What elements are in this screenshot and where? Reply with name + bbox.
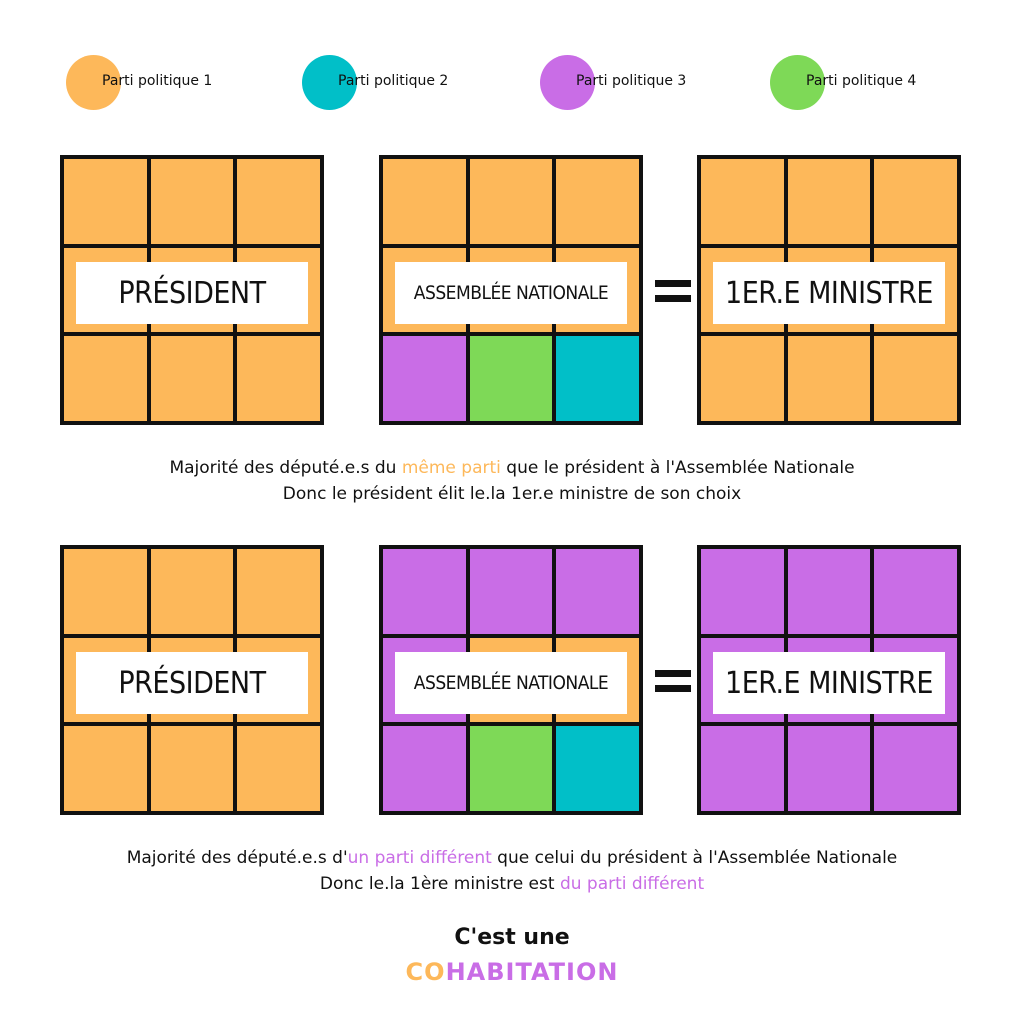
caption-line: Donc le.la 1ère ministre est du parti di… <box>319 874 705 894</box>
seat-cell <box>64 726 147 811</box>
seat-cell <box>237 336 320 421</box>
legend: Parti politique 1 Parti politique 2 Part… <box>0 55 1024 110</box>
seat-cell <box>556 159 639 244</box>
seat-cell <box>469 336 553 421</box>
legend-dot-party-2 <box>302 55 357 110</box>
assembly-label: ASSEMBLÉE NATIONALE <box>395 262 627 324</box>
legend-label-party-4: Parti politique 4 <box>806 73 917 89</box>
seat-cell <box>874 726 957 811</box>
equals-sign <box>655 280 691 304</box>
seat-cell <box>237 159 320 244</box>
seat-cell <box>383 726 466 811</box>
caption-line: Majorité des député.e.s d'un parti diffé… <box>126 848 898 868</box>
president-label: PRÉSIDENT <box>76 262 308 324</box>
cohabitation-rest: HABITATION <box>445 958 619 986</box>
seat-cell <box>150 336 234 421</box>
seat-cell <box>469 726 553 811</box>
seat-cell <box>237 726 320 811</box>
seat-cell <box>556 336 639 421</box>
seat-cell <box>469 159 553 244</box>
seat-cell <box>874 336 957 421</box>
seat-cell <box>383 549 466 634</box>
seat-cell <box>64 159 147 244</box>
legend-dot-party-1 <box>66 55 121 110</box>
minister-grid-scenario-2: 1ER.E MINISTRE <box>697 545 961 815</box>
president-grid-scenario-1: PRÉSIDENT <box>60 155 324 425</box>
seat-cell <box>556 549 639 634</box>
seat-cell <box>556 726 639 811</box>
legend-label-party-1: Parti politique 1 <box>102 73 213 89</box>
assembly-grid-scenario-1: ASSEMBLÉE NATIONALE <box>379 155 643 425</box>
seat-cell <box>64 336 147 421</box>
legend-dot-party-4 <box>770 55 825 110</box>
seat-cell <box>383 336 466 421</box>
assembly-grid-scenario-2: ASSEMBLÉE NATIONALE <box>379 545 643 815</box>
caption-scenario-2: Majorité des député.e.s d'un parti diffé… <box>0 845 1024 897</box>
seat-cell <box>874 549 957 634</box>
seat-cell <box>787 726 871 811</box>
conclusion-line: C'est une <box>454 925 570 950</box>
minister-label: 1ER.E MINISTRE <box>713 652 945 714</box>
president-label: PRÉSIDENT <box>76 652 308 714</box>
assembly-label: ASSEMBLÉE NATIONALE <box>395 652 627 714</box>
seat-cell <box>383 159 466 244</box>
minister-grid-scenario-1: 1ER.E MINISTRE <box>697 155 961 425</box>
seat-cell <box>787 159 871 244</box>
equals-sign <box>655 670 691 694</box>
seat-cell <box>150 549 234 634</box>
seat-cell <box>469 549 553 634</box>
seat-cell <box>64 549 147 634</box>
cohabitation-prefix: CO <box>405 958 446 986</box>
caption-line: Majorité des député.e.s du même parti qu… <box>169 458 855 478</box>
caption-scenario-1: Majorité des député.e.s du même parti qu… <box>0 455 1024 507</box>
seat-cell <box>701 336 784 421</box>
seat-cell <box>701 159 784 244</box>
seat-cell <box>874 159 957 244</box>
seat-cell <box>237 549 320 634</box>
legend-label-party-3: Parti politique 3 <box>576 73 687 89</box>
seat-cell <box>787 336 871 421</box>
seat-cell <box>787 549 871 634</box>
minister-label: 1ER.E MINISTRE <box>713 262 945 324</box>
seat-cell <box>150 726 234 811</box>
legend-dot-party-3 <box>540 55 595 110</box>
cohabitation-title: COHABITATION <box>0 958 1024 986</box>
caption-line: Donc le président élit le.la 1er.e minis… <box>282 484 742 504</box>
legend-label-party-2: Parti politique 2 <box>338 73 449 89</box>
seat-cell <box>150 159 234 244</box>
president-grid-scenario-2: PRÉSIDENT <box>60 545 324 815</box>
seat-cell <box>701 726 784 811</box>
seat-cell <box>701 549 784 634</box>
